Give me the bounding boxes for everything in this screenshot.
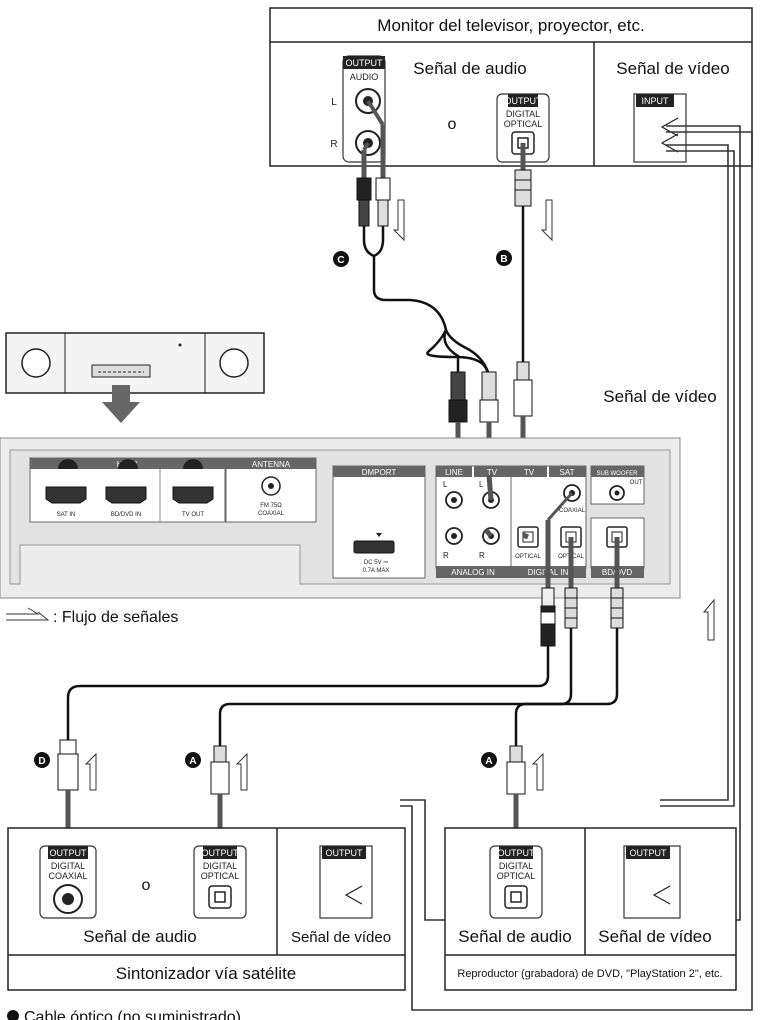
cable-marker-c-label: C (337, 255, 344, 266)
cable-marker-d: D (34, 752, 50, 768)
dvd-digital-tag: DIGITAL (499, 861, 533, 871)
main-video-signal-label: Señal de vídeo (603, 387, 716, 406)
cable-marker-a-sat-label: A (189, 756, 196, 767)
sub-woofer-label: SUB WOOFER (596, 471, 638, 477)
cable-marker-b-label: B (500, 254, 507, 265)
dc-label: DC 5V ⎓ (364, 560, 388, 566)
sub-woofer-out-label: OUT (630, 480, 643, 486)
hdmi-bd-dvd-in-port (105, 486, 147, 504)
fm-label: FM 75Ω (260, 503, 282, 509)
monitor-audio-signal-label: Señal de audio (413, 59, 526, 78)
dvd-player-box: OUTPUT DIGITAL OPTICAL OUTPUT Señal de a… (444, 827, 737, 991)
monitor-optical-tag: OPTICAL (504, 119, 543, 129)
cable-marker-a-sat: A (185, 752, 201, 768)
flow-arrows-lower (84, 598, 715, 791)
hdmi-sat-in-port (45, 486, 87, 504)
sat-video-output-tag: OUTPUT (326, 848, 364, 858)
analog-tv-label: TV (487, 468, 498, 477)
analog-in-label: ANALOG IN (451, 568, 495, 577)
sat-coaxial-output-tag: OUTPUT (50, 848, 88, 858)
tv-out-label: TV OUT (182, 512, 204, 518)
dmport-connector (353, 540, 395, 554)
monitor-optical-output-tag: OUTPUT (505, 96, 543, 106)
monitor-l-label: L (331, 97, 337, 108)
cable-c-plug-r (356, 177, 372, 201)
monitor-output-tag: OUTPUT (346, 58, 384, 68)
flow-legend-arrow-icon (6, 607, 50, 621)
dvd-name-label: Reproductor (grabadora) de DVD, "PlaySta… (457, 968, 722, 980)
monitor-title: Monitor del televisor, proyector, etc. (377, 16, 644, 35)
soundbar-front (5, 332, 265, 423)
dvd-audio-signal-label: Señal de audio (458, 927, 571, 946)
sat-coaxial-tag: COAXIAL (48, 871, 87, 881)
antenna-coaxial-label: COAXIAL (258, 511, 285, 517)
legend: : Flujo de señales (6, 607, 178, 626)
cable-marker-a-dvd-label: A (485, 756, 492, 767)
tv-r-label: R (479, 551, 485, 560)
line-r-label: R (443, 551, 449, 560)
tv-l-label: L (479, 480, 484, 489)
footnote-marker (7, 1010, 19, 1020)
sat-optical-tag: OPTICAL (201, 871, 240, 881)
bd-dvd-in-label: BD/DVD IN (111, 512, 141, 518)
sat-coaxial-label: COAXIAL (559, 508, 586, 514)
monitor-video-signal-label: Señal de vídeo (616, 59, 729, 78)
hdmi-tv-out-port (172, 486, 214, 504)
dvd-video-output-tag: OUTPUT (630, 848, 668, 858)
sat-optical-output-tag: OUTPUT (202, 848, 240, 858)
monitor-box: Monitor del televisor, proyector, etc. S… (269, 7, 753, 167)
main-unit-back-panel: HDMI SAT IN BD/DVD IN TV OUT ANTENNA FM … (0, 437, 681, 599)
satellite-tuner-box: OUTPUT DIGITAL COAXIAL o OUTPUT DIGITAL … (7, 827, 406, 991)
flow-arrows-upper (392, 199, 553, 242)
legend-flow-label: : Flujo de señales (53, 609, 178, 626)
sat-name-label: Sintonizador vía satélite (116, 964, 297, 983)
sat-video-signal-label: Señal de vídeo (291, 929, 391, 946)
sat-optical-digital-tag: DIGITAL (203, 861, 237, 871)
monitor-r-label: R (330, 139, 337, 150)
monitor-output-tag-bg (343, 56, 385, 69)
antenna-label: ANTENNA (252, 460, 291, 469)
lower-cables (57, 520, 624, 876)
dvd-optical-output-tag: OUTPUT (498, 848, 536, 858)
line-label: LINE (445, 468, 463, 477)
sat-digital-tag: DIGITAL (51, 861, 85, 871)
sat-video-out-arrow-icon (344, 885, 363, 905)
monitor-digital-tag: DIGITAL (506, 109, 540, 119)
monitor-input-tag: INPUT (642, 96, 670, 106)
dvd-video-signal-label: Señal de vídeo (598, 927, 711, 946)
tv-optical-label: OPTICAL (515, 554, 541, 560)
dvd-optical-tag: OPTICAL (497, 871, 536, 881)
sat-or-label: o (142, 877, 151, 894)
sat-audio-signal-label: Señal de audio (83, 927, 196, 946)
cable-marker-b: B (496, 250, 512, 266)
back-panel-arrow-icon (102, 385, 140, 423)
cable-marker-d-label: D (38, 756, 45, 767)
monitor-or-label: o (448, 116, 457, 133)
monitor-video-in-arrow-icon (660, 117, 679, 137)
cable-marker-a-dvd: A (481, 752, 497, 768)
line-l-label: L (443, 480, 448, 489)
digital-sat-label: SAT (560, 468, 575, 477)
dvd-video-out-arrow-icon (652, 885, 671, 905)
max-label: 0.7A MAX (363, 568, 390, 574)
monitor-audio-tag: AUDIO (350, 72, 379, 82)
cable-marker-c: C (333, 251, 349, 267)
digital-tv-label: TV (524, 468, 535, 477)
dmport-label: DMPORT (362, 468, 397, 477)
footnote-label: Cable óptico (no suministrado) (24, 1009, 241, 1020)
sat-in-label: SAT IN (57, 512, 76, 518)
